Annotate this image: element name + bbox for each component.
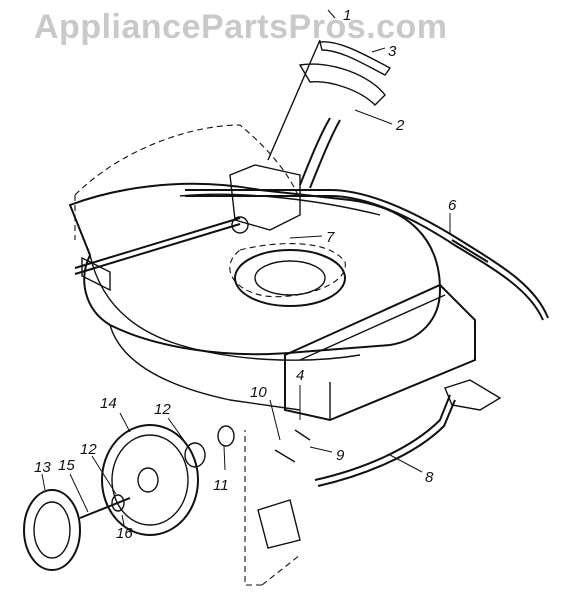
callout-labels: 1 2 3 4 6 7 8 9 10 11 12 12 13 14 15 16 [34, 7, 457, 542]
callout-12-upper: 12 [154, 401, 171, 418]
callout-13: 13 [34, 459, 51, 476]
rear-housing [284, 283, 476, 422]
callout-10: 10 [250, 384, 267, 401]
callout-12-lower: 12 [80, 441, 97, 458]
callout-6: 6 [448, 197, 457, 214]
callout-11: 11 [213, 477, 229, 494]
callout-1: 1 [343, 7, 351, 24]
callout-2: 2 [395, 117, 405, 134]
rear-skirt-outline [74, 124, 346, 586]
front-axle-rod [74, 217, 241, 292]
callout-16: 16 [116, 525, 133, 542]
wheel-assembly [23, 424, 235, 571]
rear-axle-8 [257, 379, 502, 549]
callout-14: 14 [100, 395, 117, 412]
height-adjuster [229, 39, 392, 234]
handle-rod-6 [185, 189, 549, 321]
callout-4: 4 [296, 367, 304, 384]
mower-deck [68, 182, 442, 411]
callout-7: 7 [326, 229, 335, 246]
callout-9: 9 [336, 447, 345, 464]
engine-opening [234, 249, 346, 307]
watermark-text: AppliancePartsPros.com [34, 8, 448, 46]
callout-8: 8 [425, 469, 434, 486]
callout-15: 15 [58, 457, 75, 474]
leader-lines [41, 9, 451, 526]
callout-3: 3 [388, 43, 397, 60]
